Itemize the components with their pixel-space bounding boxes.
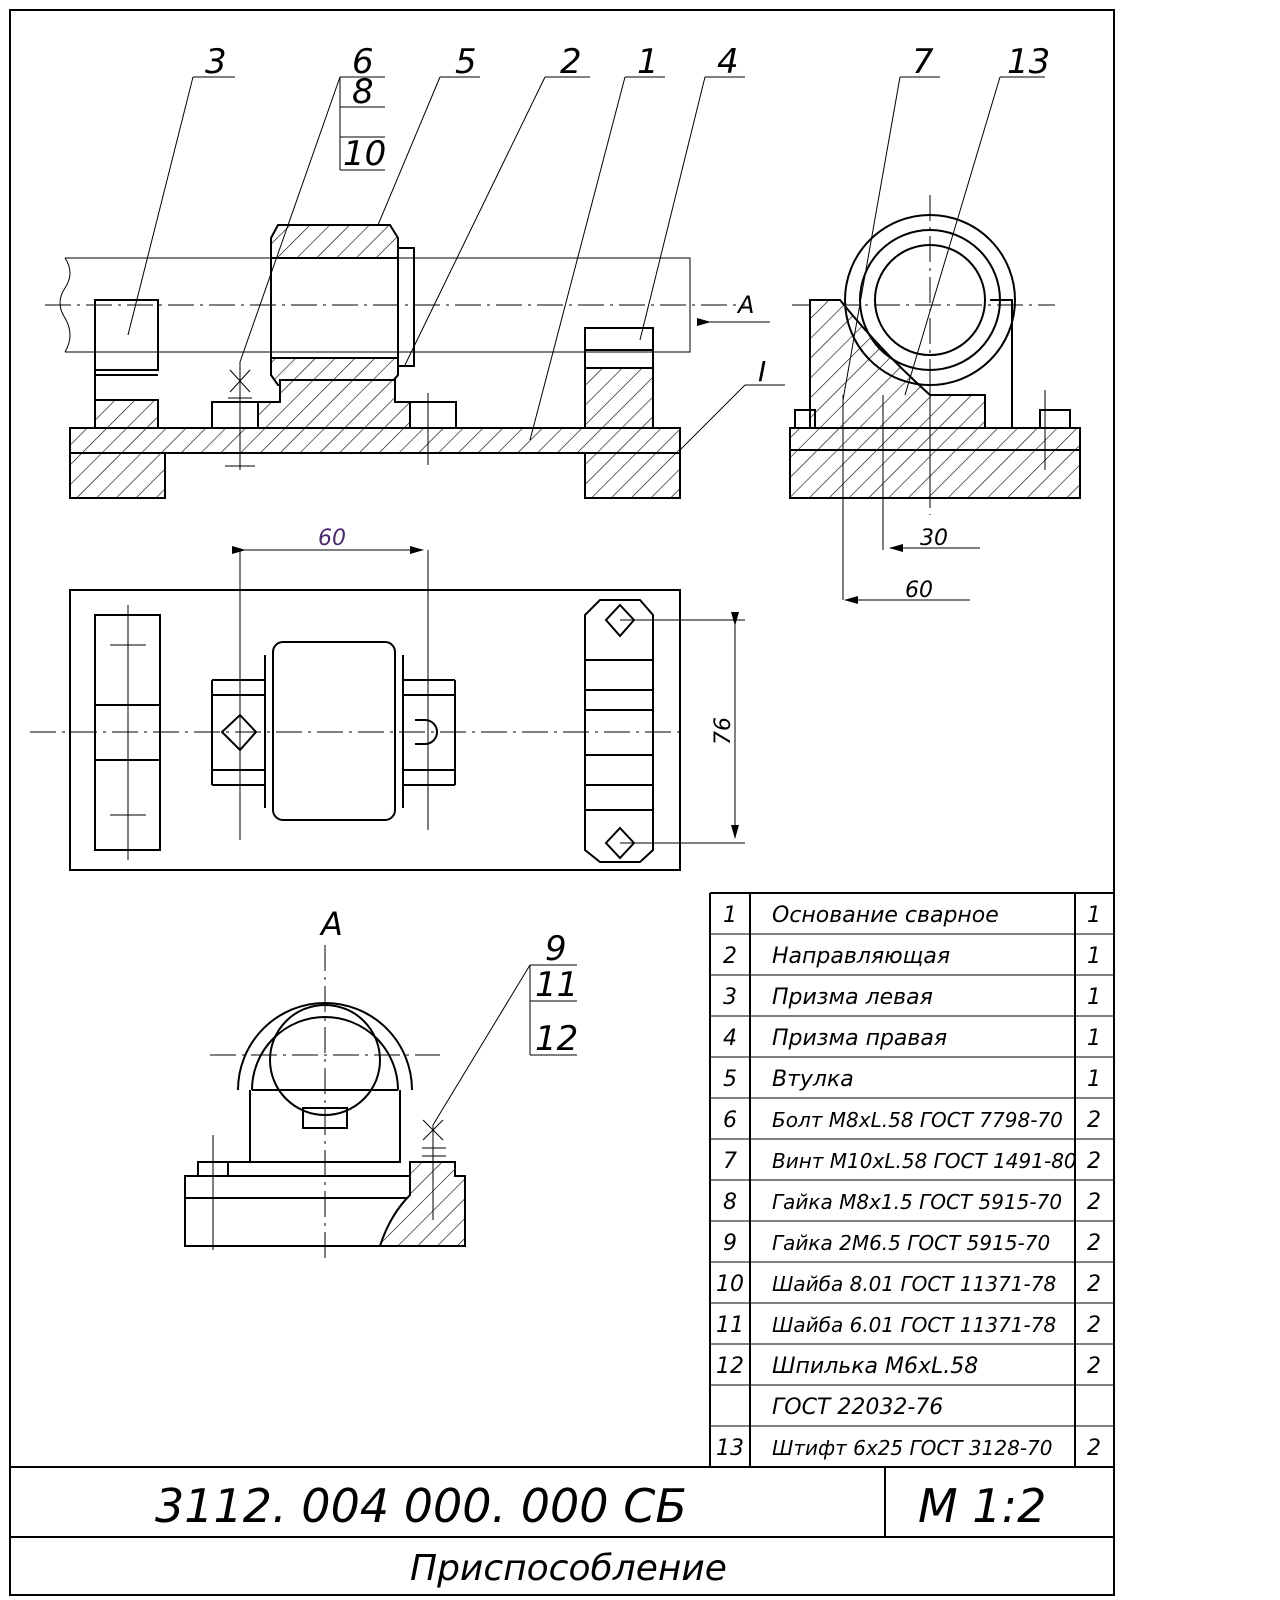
pos-10: 10	[343, 134, 386, 174]
parts-row-name: ГОСТ 22032-76	[772, 1395, 943, 1420]
parts-row-qty: 2	[1087, 1108, 1101, 1133]
pos-1: 1	[637, 42, 659, 82]
parts-row-name: Призма левая	[772, 985, 933, 1010]
parts-row-name: Шайба 8.01 ГОСТ 11371-78	[772, 1272, 1056, 1296]
top-view	[30, 546, 745, 871]
parts-row-qty: 1	[1087, 1067, 1101, 1092]
parts-row-name: Гайка 2M6.5 ГОСТ 5915-70	[772, 1231, 1050, 1255]
parts-row-pos: 1	[723, 903, 737, 928]
dim-prism-bolts: 76	[711, 717, 736, 745]
pos-4: 4	[717, 42, 739, 82]
base-plate	[69, 427, 681, 454]
parts-row-name: Призма правая	[772, 1026, 947, 1051]
pos-8: 8	[352, 72, 374, 112]
view-a-labels: A 9 11 12	[319, 905, 578, 1059]
view-a	[184, 945, 577, 1260]
parts-row-name: Шайба 6.01 ГОСТ 11371-78	[772, 1313, 1056, 1337]
parts-row-qty: 1	[1087, 944, 1101, 969]
title-block: 3112. 004 000. 000 СБ М 1:2 Приспособлен…	[10, 1466, 1114, 1589]
parts-row-pos: 11	[716, 1313, 744, 1338]
parts-row-qty: 1	[1087, 985, 1101, 1010]
parts-row-name: Болт M8xL.58 ГОСТ 7798-70	[772, 1108, 1063, 1132]
left-prism	[94, 299, 159, 371]
parts-row-pos: 7	[723, 1149, 737, 1174]
parts-row-pos: 10	[716, 1272, 744, 1297]
parts-row-qty: 2	[1087, 1272, 1101, 1297]
drawing-designation: 3112. 004 000. 000 СБ	[155, 1479, 687, 1533]
pos-12: 12	[535, 1019, 578, 1059]
parts-row-pos: 12	[716, 1354, 744, 1379]
front-view	[45, 76, 785, 499]
pos-7: 7	[912, 42, 934, 82]
pos-9: 9	[545, 929, 567, 969]
drawing-frame	[9, 9, 1115, 1596]
parts-row-qty: 2	[1087, 1190, 1101, 1215]
right-prism	[584, 327, 654, 369]
parts-row-name: Основание сварное	[772, 903, 999, 928]
parts-row-qty: 1	[1087, 1026, 1101, 1051]
parts-row-pos: 4	[723, 1026, 737, 1051]
parts-row-pos: 8	[723, 1190, 737, 1215]
pos-11: 11	[535, 965, 578, 1005]
front-view-labels: 3 6 8 10 5 2 1 4 A I	[205, 42, 766, 388]
dim-bolt-spacing: 60	[318, 526, 346, 551]
pos-6: 6	[352, 42, 374, 82]
dim-side-pin: 30	[920, 526, 948, 551]
drawing-name: Приспособление	[410, 1548, 727, 1589]
parts-row-pos: 6	[723, 1108, 737, 1133]
parts-row-pos: 5	[723, 1067, 737, 1092]
pos-3: 3	[205, 42, 227, 82]
side-view-labels: 7 13 30 60	[905, 42, 1050, 603]
parts-row-pos: 13	[716, 1436, 744, 1461]
parts-row-qty: 2	[1087, 1231, 1101, 1256]
parts-row-qty: 2	[1087, 1313, 1101, 1338]
parts-row-pos: 9	[723, 1231, 737, 1256]
parts-row-qty: 2	[1087, 1436, 1101, 1461]
view-a-title: A	[319, 905, 343, 943]
pos-5: 5	[455, 42, 477, 82]
parts-row-name: Гайка M8x1.5 ГОСТ 5915-70	[772, 1190, 1062, 1214]
parts-row-pos: 3	[723, 985, 737, 1010]
pos-13: 13	[1007, 42, 1050, 82]
parts-row-qty: 2	[1087, 1149, 1101, 1174]
top-view-labels: 60 76	[318, 526, 736, 745]
parts-row-name: Винт M10xL.58 ГОСТ 1491-80	[772, 1149, 1077, 1173]
parts-row-name: Втулка	[772, 1067, 854, 1092]
dim-side-screw: 60	[905, 578, 933, 603]
view-arrow-label: A	[736, 291, 754, 319]
parts-row-name: Направляющая	[772, 944, 950, 969]
pos-2: 2	[560, 42, 582, 82]
drawing-scale: М 1:2	[918, 1479, 1046, 1533]
parts-row-name: Штифт 6x25 ГОСТ 3128-70	[772, 1436, 1053, 1460]
parts-row-name: Шпилька M6xL.58	[772, 1354, 978, 1379]
parts-row-qty: 1	[1087, 903, 1101, 928]
parts-row-qty: 2	[1087, 1354, 1101, 1379]
side-view	[789, 76, 1081, 604]
bushing	[270, 224, 399, 259]
section-mark: I	[758, 355, 766, 388]
parts-row-pos: 2	[723, 944, 737, 969]
parts-list-table	[709, 892, 1114, 1467]
